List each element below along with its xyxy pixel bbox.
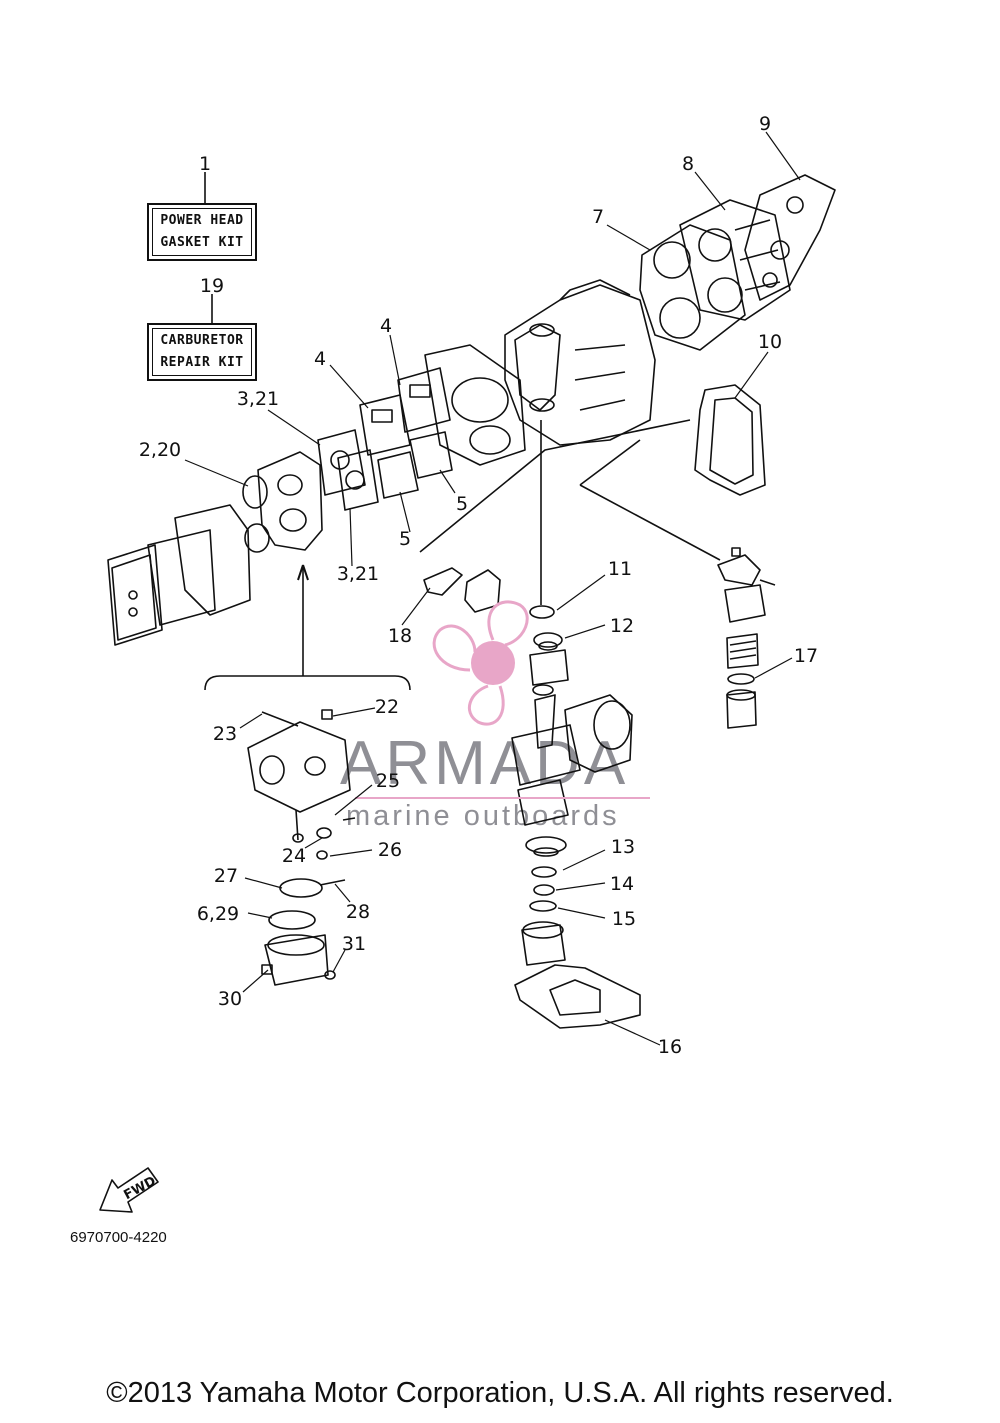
- watermark-tagline: marine outboards: [346, 800, 620, 832]
- power-head-gasket-kit-box: POWER HEAD GASKET KIT: [147, 203, 257, 261]
- callout-13: 13: [611, 836, 635, 858]
- callout-11: 11: [608, 558, 632, 580]
- callout-12: 12: [610, 615, 634, 637]
- carburetor-line2: REPAIR KIT: [160, 355, 244, 370]
- fuel-pump: [717, 547, 776, 729]
- carburetor-line1: CARBURETOR: [160, 333, 244, 348]
- silencer-box: [107, 504, 251, 646]
- head-cover-gasket: [744, 174, 836, 301]
- lower-gasket: [514, 964, 641, 1029]
- callout-10: 10: [758, 331, 782, 353]
- part-code: 6970700-4220: [70, 1229, 167, 1246]
- exhaust-gasket: [694, 384, 766, 496]
- reed-gasket-lower: [359, 394, 411, 456]
- crankshaft: [511, 605, 633, 966]
- callout-14: 14: [610, 873, 634, 895]
- callout-3-21: 3,21: [337, 563, 379, 585]
- callout-3-21: 3,21: [237, 388, 279, 410]
- callout-18: 18: [388, 625, 412, 647]
- callout-17: 17: [794, 645, 818, 667]
- callout-24: 24: [282, 845, 306, 867]
- callout-8: 8: [682, 153, 694, 175]
- callout-27: 27: [214, 865, 238, 887]
- callout-25: 25: [376, 770, 400, 792]
- head-gasket: [639, 224, 746, 351]
- reed-gasket-upper: [397, 367, 451, 433]
- intake-manifold: [424, 344, 526, 466]
- carburetor-repair-kit-box: CARBURETOR REPAIR KIT: [147, 323, 257, 381]
- thermostat: [423, 567, 501, 613]
- callout-19: 19: [200, 275, 224, 297]
- carburetor-detail: [247, 709, 356, 986]
- callout-9: 9: [759, 113, 771, 135]
- callout-23: 23: [213, 723, 237, 745]
- crankcase-block: [504, 279, 656, 446]
- callout-2-20: 2,20: [139, 439, 181, 461]
- callout-28: 28: [346, 901, 370, 923]
- carburetor-body: [257, 451, 323, 551]
- power-head-line2: GASKET KIT: [160, 235, 244, 250]
- power-head-line1: POWER HEAD: [160, 213, 244, 228]
- callout-22: 22: [375, 696, 399, 718]
- callout-4: 4: [314, 348, 326, 370]
- callout-1: 1: [199, 153, 211, 175]
- callout-31: 31: [342, 933, 366, 955]
- callout-30: 30: [218, 988, 242, 1010]
- fwd-arrow-icon: [99, 1167, 159, 1213]
- callout-6-29: 6,29: [197, 903, 239, 925]
- copyright-notice: ©2013 Yamaha Motor Corporation, U.S.A. A…: [106, 1377, 894, 1409]
- watermark-propeller-icon: [432, 600, 529, 726]
- callout-26: 26: [378, 839, 402, 861]
- cylinder-head: [679, 199, 791, 321]
- callout-4: 4: [380, 315, 392, 337]
- callout-5: 5: [399, 528, 411, 550]
- callout-15: 15: [612, 908, 636, 930]
- callout-7: 7: [592, 206, 604, 228]
- callout-5: 5: [456, 493, 468, 515]
- callout-16: 16: [658, 1036, 682, 1058]
